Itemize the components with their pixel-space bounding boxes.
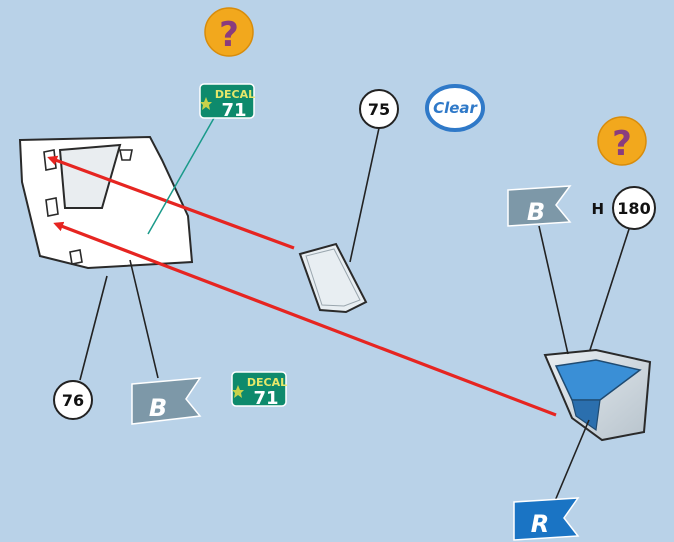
clear-material-icon xyxy=(425,84,485,132)
callout-number: 76 xyxy=(62,391,84,410)
flag-icon xyxy=(131,377,202,425)
flag-panel: B xyxy=(131,377,202,425)
callout-75: 75 xyxy=(359,89,399,129)
decal-title: DECAL xyxy=(215,88,255,101)
flag-cup-bottom: R xyxy=(513,497,580,541)
callout-76: 76 xyxy=(53,380,93,420)
decal-icon xyxy=(231,371,287,407)
flag-letter: B xyxy=(527,198,545,226)
flag-cup-top: B xyxy=(507,185,572,227)
help-badge-top[interactable]: ? xyxy=(204,7,254,57)
arrow-cup-to-panel xyxy=(53,221,557,417)
decal-number: 71 xyxy=(221,100,246,121)
cup-part xyxy=(543,348,652,442)
decal-badge-bottom: DECAL 71 xyxy=(231,371,287,409)
leader-lines xyxy=(79,117,631,509)
help-badge-right[interactable]: ? xyxy=(597,116,647,166)
clear-material-badge: Clear xyxy=(425,84,485,132)
decal-badge-top: DECAL 71 xyxy=(199,83,255,121)
callout-180: H 180 xyxy=(591,186,656,230)
help-mark: ? xyxy=(612,124,632,164)
decal-icon xyxy=(199,83,255,119)
material-label: Clear xyxy=(433,99,478,117)
assembly-arrows xyxy=(47,155,557,417)
flag-icon xyxy=(507,185,572,227)
decal-number: 71 xyxy=(253,388,278,409)
flag-letter: B xyxy=(149,394,167,422)
side-panel-part xyxy=(18,135,194,270)
decal-title: DECAL xyxy=(247,376,287,389)
star-icon xyxy=(232,385,244,398)
arrow-window-to-panel xyxy=(47,155,295,250)
help-mark: ? xyxy=(219,15,239,55)
flag-letter: R xyxy=(531,510,549,538)
callout-number: 180 xyxy=(617,199,650,218)
help-icon[interactable] xyxy=(204,7,254,57)
help-icon[interactable] xyxy=(597,116,647,166)
callout-prefix: H xyxy=(591,200,604,218)
clear-window-part xyxy=(298,242,368,314)
flag-icon xyxy=(513,497,580,541)
star-icon xyxy=(200,97,212,110)
callout-number: 75 xyxy=(368,100,390,119)
